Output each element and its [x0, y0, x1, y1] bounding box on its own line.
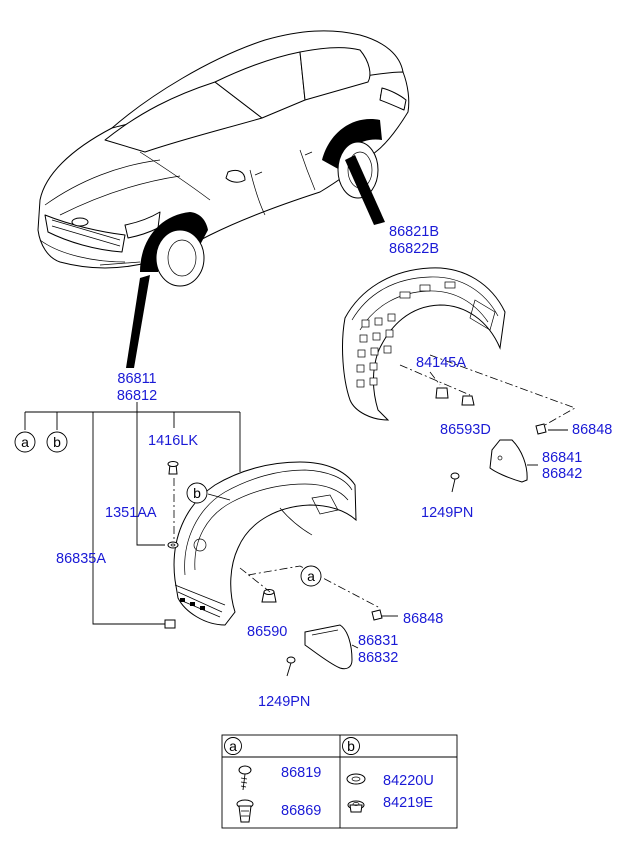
nut-84145a-icon — [435, 387, 449, 399]
label-86593d[interactable]: 86593D — [440, 422, 491, 438]
rear-cover-drawing — [489, 439, 528, 483]
label-1249pn-front[interactable]: 1249PN — [258, 694, 310, 710]
clip-86848-front-icon — [371, 609, 383, 621]
label-86821b[interactable]: 86821B — [389, 224, 439, 240]
callout-a-left: a — [14, 431, 36, 453]
legend-86869[interactable]: 86869 — [281, 803, 321, 819]
car-illustration — [37, 30, 410, 368]
screw-1249pn-rear-icon — [450, 472, 460, 493]
legend-84220u[interactable]: 84220U — [383, 773, 434, 789]
svg-text:a: a — [229, 738, 237, 754]
nut-1351aa-icon — [167, 541, 179, 549]
label-86822b[interactable]: 86822B — [389, 241, 439, 257]
callout-b-liner: b — [186, 482, 208, 504]
clip-86848-rear-icon — [535, 423, 547, 435]
label-86835a[interactable]: 86835A — [56, 551, 106, 567]
rear-wheel-liner-drawing — [342, 267, 506, 421]
legend-header-b: b — [342, 737, 360, 755]
label-86590[interactable]: 86590 — [247, 624, 287, 640]
label-86848-front[interactable]: 86848 — [403, 611, 443, 627]
bolt-86593d-icon — [461, 395, 475, 406]
svg-text:a: a — [307, 568, 315, 584]
leader-lines — [24, 354, 576, 649]
legend-header-a: a — [224, 737, 242, 755]
label-1249pn-rear[interactable]: 1249PN — [421, 505, 473, 521]
callout-a-liner: a — [300, 565, 322, 587]
label-86848-rear[interactable]: 86848 — [572, 422, 612, 438]
legend-84219e[interactable]: 84219E — [383, 795, 433, 811]
front-wheel-liner-drawing — [173, 461, 357, 626]
legend-86819[interactable]: 86819 — [281, 765, 321, 781]
label-86812[interactable]: 86812 — [117, 388, 157, 404]
svg-text:b: b — [53, 434, 61, 450]
legend-table: a b 86819 86869 84220U 84219E — [221, 734, 458, 829]
svg-text:a: a — [21, 434, 29, 450]
grommet-84220u-icon — [346, 773, 366, 785]
label-1416lk[interactable]: 1416LK — [148, 433, 198, 449]
svg-text:b: b — [193, 485, 201, 501]
clip-86869-icon — [236, 799, 254, 823]
nut-84219e-icon — [347, 800, 365, 813]
label-84145a[interactable]: 84145A — [416, 355, 466, 371]
screw-1249pn-front-icon — [286, 656, 296, 677]
label-86832[interactable]: 86832 — [358, 650, 398, 666]
label-1351aa[interactable]: 1351AA — [105, 505, 157, 521]
fastener-1416lk-icon — [167, 461, 179, 475]
label-86842[interactable]: 86842 — [542, 466, 582, 482]
svg-text:b: b — [347, 738, 355, 754]
label-86831[interactable]: 86831 — [358, 633, 398, 649]
front-cover-drawing — [304, 624, 353, 670]
bracket-86835a-icon — [164, 619, 176, 629]
label-86811[interactable]: 86811 — [117, 371, 156, 387]
screw-86819-icon — [238, 765, 252, 791]
nut-86590-icon — [261, 589, 277, 603]
callout-b-left: b — [46, 431, 68, 453]
rear-liner-holes — [356, 281, 456, 388]
label-86841[interactable]: 86841 — [542, 450, 582, 466]
